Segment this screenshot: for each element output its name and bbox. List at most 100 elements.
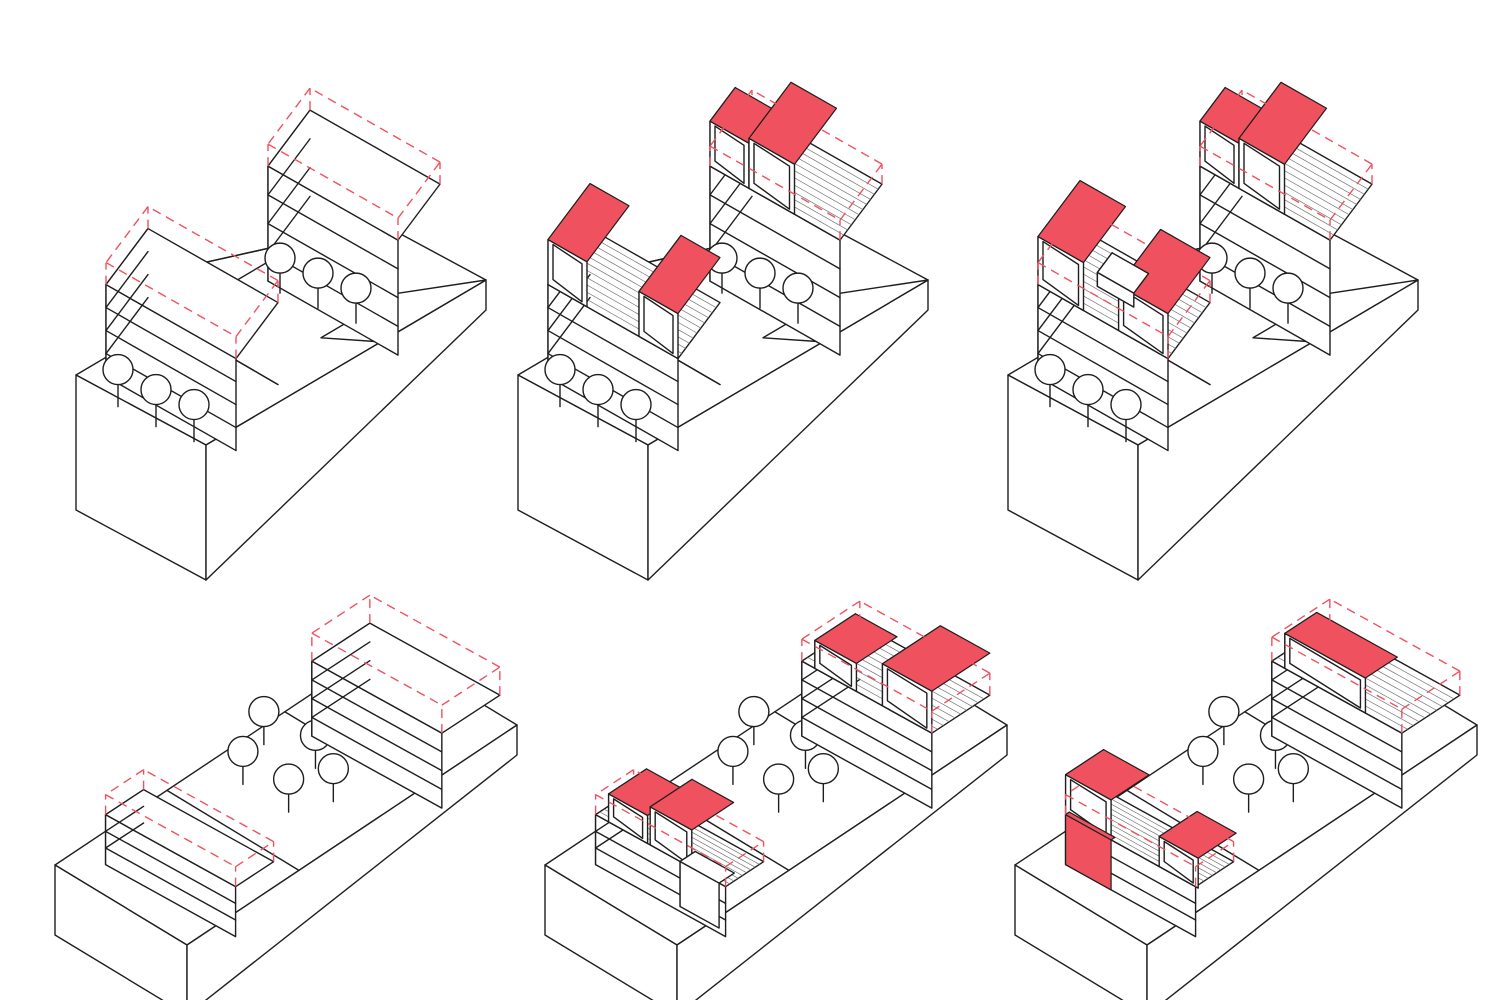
tree-back-3 bbox=[782, 272, 814, 324]
front-roof-terrace-hatch-line bbox=[574, 248, 705, 324]
back-envelope-edge bbox=[801, 638, 933, 712]
tree-back-2 bbox=[744, 257, 776, 309]
front-addition-left-top-face bbox=[1064, 749, 1150, 801]
tree-back-1 bbox=[264, 242, 296, 294]
back-addition-left-window bbox=[819, 644, 853, 688]
front-addition-left-top-face bbox=[1037, 179, 1127, 264]
back-envelope-edge bbox=[709, 89, 753, 147]
front-addition-middle-top-face bbox=[649, 778, 735, 831]
courtyard-tree-7 bbox=[1277, 752, 1310, 803]
courtyard-tree-8 bbox=[1232, 763, 1265, 813]
front-addition-left-top-face bbox=[547, 182, 630, 263]
back-envelope-edge bbox=[1329, 598, 1461, 672]
front-addition-right-window bbox=[643, 295, 674, 355]
back-envelope-edge bbox=[1271, 598, 1331, 638]
front-envelope-edge bbox=[235, 841, 274, 868]
front-addition-right-top-face bbox=[638, 234, 721, 315]
back-envelope-edge bbox=[1271, 636, 1403, 710]
front-envelope-edge bbox=[1195, 841, 1234, 868]
front-roof-terrace-hatch-line bbox=[586, 233, 717, 308]
back-envelope-edge bbox=[309, 87, 441, 163]
front-envelope-edge bbox=[143, 769, 274, 843]
tree-front-2 bbox=[140, 373, 172, 428]
front-envelope-edge bbox=[1103, 769, 1234, 843]
back-envelope-edge bbox=[751, 89, 883, 165]
tree-back-3 bbox=[1272, 272, 1304, 324]
front-envelope-edge bbox=[105, 261, 237, 338]
courtyard-tree-7 bbox=[807, 752, 840, 803]
back-envelope bbox=[1199, 89, 1373, 241]
front-bridge-box-top-face bbox=[1096, 252, 1150, 294]
front-block-floor-line bbox=[104, 822, 237, 921]
courtyard-tree-7-crown bbox=[807, 752, 840, 785]
back-envelope-edge bbox=[311, 594, 371, 634]
back-envelope-edge bbox=[267, 143, 399, 219]
courtyard-tree-2-crown bbox=[738, 695, 770, 728]
back-envelope-edge bbox=[1199, 89, 1243, 147]
front-addition-right-top-face bbox=[1158, 810, 1237, 859]
front-envelope-edge bbox=[105, 206, 149, 263]
front-roof-terrace-hatch-line bbox=[582, 238, 713, 314]
courtyard-tree-2 bbox=[248, 695, 280, 746]
plinth-front bbox=[54, 864, 188, 1000]
courtyard-tree-8 bbox=[272, 763, 305, 813]
court-divider-front bbox=[166, 789, 300, 872]
back-envelope-edge bbox=[1329, 163, 1373, 221]
back-envelope-edge bbox=[311, 632, 443, 706]
back-block-floor-line bbox=[311, 678, 443, 791]
back-block-floor-line bbox=[267, 138, 399, 270]
courtyard-tree-2 bbox=[738, 695, 770, 746]
back-addition-right-window bbox=[886, 668, 928, 729]
courtyard-tree-1 bbox=[227, 735, 259, 786]
front-addition-left-window bbox=[1042, 240, 1080, 307]
back-addition-right-top-face bbox=[1238, 81, 1328, 165]
plinth-front bbox=[544, 864, 678, 1000]
tree-back-3-crown bbox=[782, 272, 814, 304]
front-envelope bbox=[594, 769, 765, 887]
courtyard-tree-1 bbox=[1187, 735, 1219, 786]
back-envelope-edge bbox=[931, 672, 991, 712]
diagram-bottom-right bbox=[1014, 598, 1478, 1000]
back-addition-cantilever-top-face bbox=[1284, 611, 1398, 679]
front-roof-terrace-hatch-line bbox=[570, 253, 702, 329]
front-envelope-edge bbox=[595, 769, 634, 796]
back-envelope bbox=[709, 89, 883, 241]
courtyard-tree-8-crown bbox=[272, 763, 305, 795]
back-envelope bbox=[1271, 598, 1461, 734]
tree-front-1-crown bbox=[102, 353, 134, 386]
tree-front-2-crown bbox=[1072, 373, 1104, 406]
front-addition-right-top-face bbox=[1117, 228, 1211, 315]
back-block-floor-line bbox=[311, 659, 443, 772]
back-envelope-edge bbox=[801, 600, 861, 640]
front-envelope-edge bbox=[633, 769, 764, 843]
back-envelope-edge bbox=[441, 666, 501, 706]
diagram-top-right bbox=[1007, 81, 1419, 581]
tree-back-3-crown bbox=[340, 272, 372, 304]
front-envelope-edge bbox=[105, 794, 236, 868]
back-envelope-edge bbox=[267, 87, 311, 145]
back-addition-right-window bbox=[753, 142, 791, 210]
front-envelope-edge bbox=[147, 205, 279, 282]
tree-front-2 bbox=[582, 373, 614, 428]
front-lower-box-top-face bbox=[679, 850, 735, 884]
diagram-bottom-middle bbox=[544, 600, 1008, 1000]
front-envelope bbox=[105, 205, 279, 359]
tree-back-2-crown bbox=[302, 257, 334, 289]
courtyard-tree-2 bbox=[1208, 695, 1240, 746]
back-envelope-edge bbox=[839, 163, 883, 221]
front-envelope bbox=[1037, 205, 1211, 359]
tree-back-2-crown bbox=[1234, 257, 1266, 289]
back-addition-left-top-face bbox=[814, 613, 898, 664]
courtyard-tree-7 bbox=[317, 752, 350, 803]
back-envelope-edge bbox=[397, 161, 441, 219]
front-envelope-edge bbox=[1037, 261, 1169, 338]
front-envelope-edge bbox=[725, 841, 764, 868]
tree-front-1-crown bbox=[1034, 353, 1066, 386]
front-envelope bbox=[1064, 769, 1235, 887]
tree-back-2 bbox=[1234, 257, 1266, 309]
tree-back-3 bbox=[340, 272, 372, 324]
courtyard-tree-1-crown bbox=[1187, 735, 1219, 768]
courtyard-tree-7-crown bbox=[317, 752, 350, 785]
